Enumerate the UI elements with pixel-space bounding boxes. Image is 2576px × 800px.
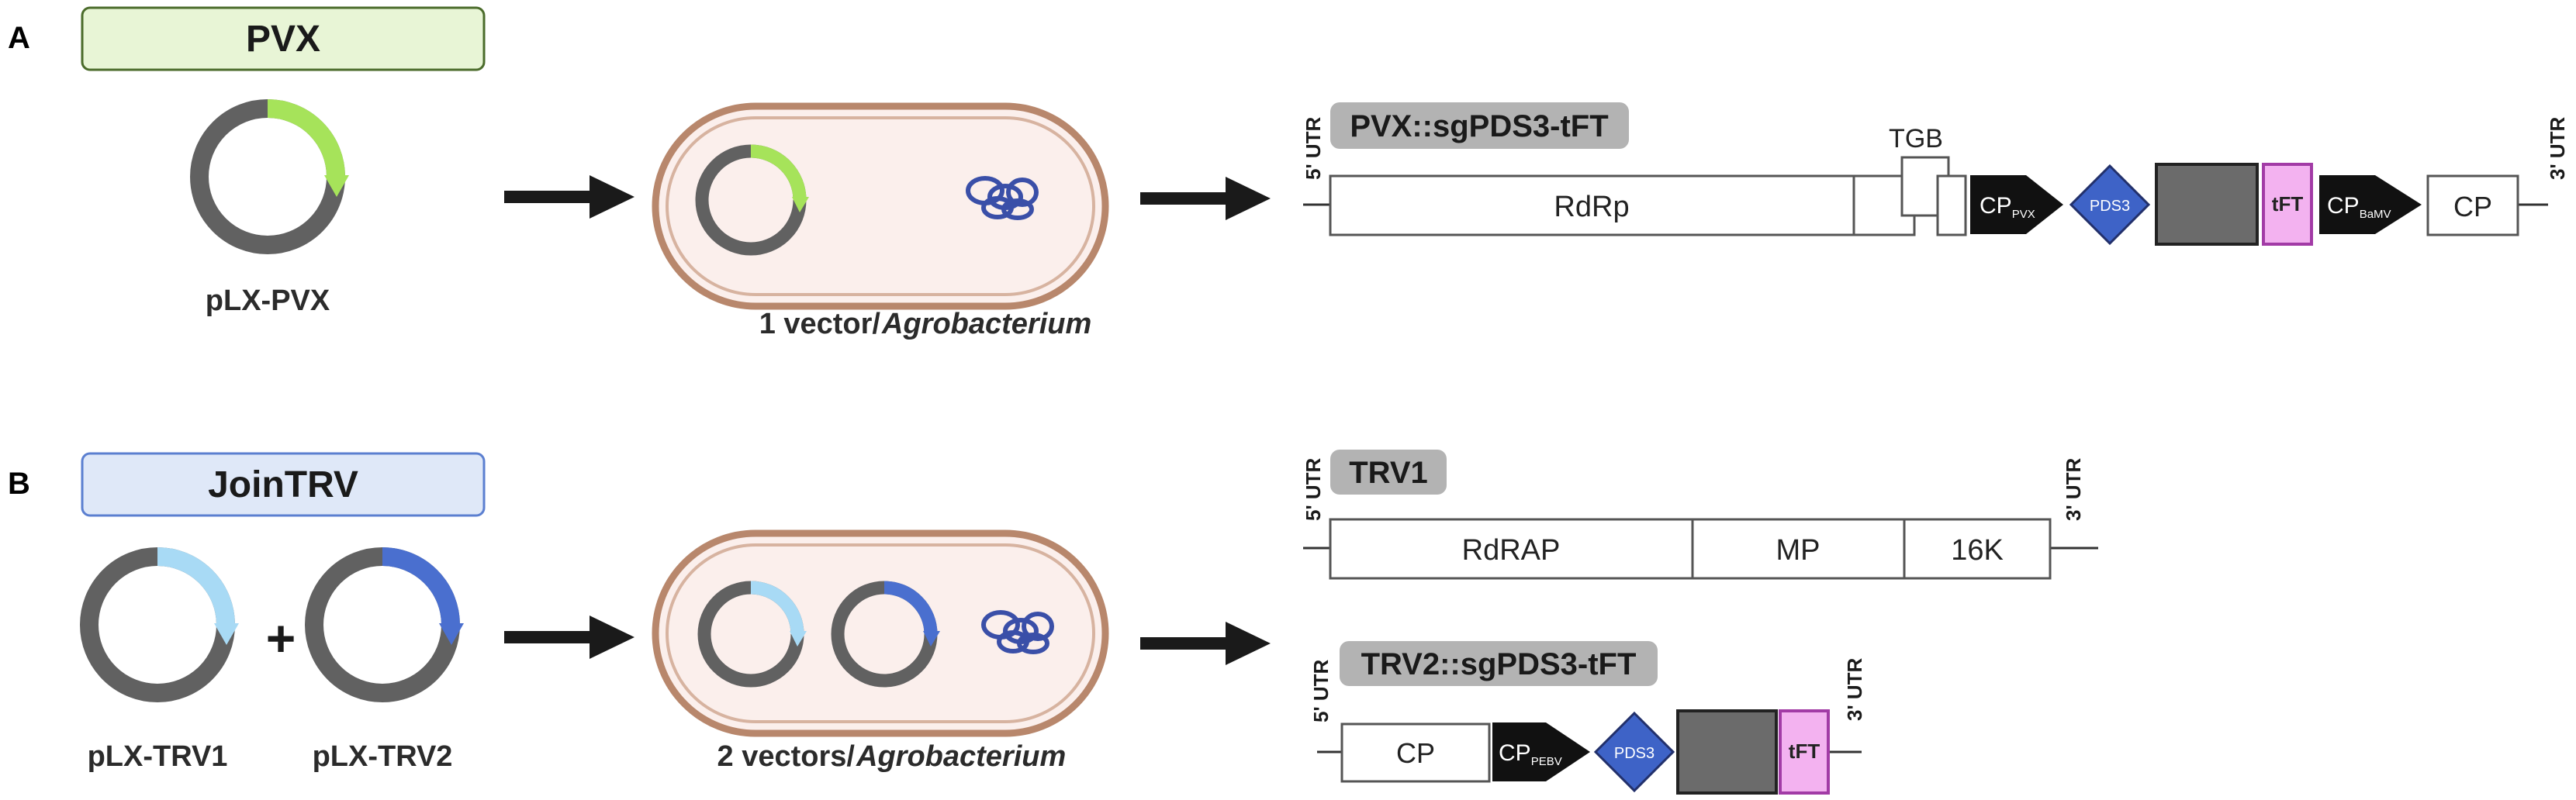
arrow-b1 xyxy=(504,616,634,659)
jointrv-title-box xyxy=(81,452,486,517)
tft-label-a: tFT xyxy=(2272,192,2304,216)
trv1-plasmid-icon xyxy=(80,547,239,702)
trv2-3utr-label: 3' UTR xyxy=(1843,657,1866,721)
plx-trv2-label: pLX-TRV2 xyxy=(313,740,453,773)
pvx-5utr-label: 5' UTR xyxy=(1302,116,1325,180)
rdrap-gene xyxy=(1329,518,1694,580)
rdrap-label: RdRAP xyxy=(1462,534,1561,567)
trv1-3utr-label: 3' UTR xyxy=(2062,457,2085,521)
cp-pvx-promoter-label: CPPVX xyxy=(1980,193,2035,221)
trv2-name-tag xyxy=(1340,641,1658,686)
plus-sign: + xyxy=(266,609,296,667)
panel-a: A PVX pLX-PVX 1 vec xyxy=(8,6,2569,340)
plx-trv1-label: pLX-TRV1 xyxy=(88,740,228,773)
tft-block-b xyxy=(1779,709,1830,795)
arrow-a2 xyxy=(1140,177,1271,220)
pvx-construct-name-tag xyxy=(1330,102,1629,149)
cp-pebv-main: CP xyxy=(1499,740,1531,766)
agrobacterium-cell-b xyxy=(652,529,1109,737)
pvx-title-box xyxy=(81,6,486,71)
trv2-plasmid-icon xyxy=(305,547,464,702)
chromosomal-dna-icon-b xyxy=(981,610,1054,654)
panel-b: B JoinTRV + pLX-TRV1 pLX-TRV2 xyxy=(8,450,2098,795)
agrobacterium-cell-a xyxy=(652,102,1109,310)
arrow-b2 xyxy=(1140,622,1271,665)
tft-label-b: tFT xyxy=(1789,740,1820,763)
bacterium-caption-a-italic: Agrobacterium xyxy=(881,308,1091,340)
bacterium-caption-a-prefix: 1 vector/ xyxy=(759,308,881,340)
cp-pvx-promoter xyxy=(1970,175,2063,234)
trv2-cp-gene xyxy=(1340,722,1491,783)
tft-block-a xyxy=(2262,163,2313,246)
pds3-label-a: PDS3 xyxy=(2090,198,2130,215)
pvx-title: PVX xyxy=(246,19,320,60)
pvx-3utr-label: 3' UTR xyxy=(2546,116,2569,180)
rdrp-label: RdRp xyxy=(1554,191,1629,223)
trv2-cp-label: CP xyxy=(1396,737,1435,769)
arrow-a1 xyxy=(504,175,634,219)
k16-gene xyxy=(1903,518,2052,580)
trv2-construct: TRV2::sgPDS3-tFT 5' UTR 3' UTR CP CPPEBV… xyxy=(1309,641,1866,795)
trv1-construct: TRV1 5' UTR 3' UTR RdRAP MP 16K xyxy=(1302,450,2098,580)
bacterium-caption-b-prefix: 2 vectors/ xyxy=(717,740,856,773)
cp-bamv-main: CP xyxy=(2327,193,2360,219)
cp-pebv-sub: PEBV xyxy=(1531,755,1562,768)
k16-label: 16K xyxy=(1951,534,2004,567)
cp-bamv-promoter xyxy=(2319,175,2422,234)
trv1-name: TRV1 xyxy=(1349,456,1428,490)
pvx-plasmid-icon xyxy=(190,99,349,254)
pvx-construct-name: PVX::sgPDS3-tFT xyxy=(1350,109,1608,143)
cp-pvx-sub: PVX xyxy=(2012,208,2035,221)
spacer-block-b xyxy=(1676,709,1778,795)
chromosomal-dna-icon-a xyxy=(966,176,1039,220)
pds3-label-b: PDS3 xyxy=(1614,745,1655,762)
panel-a-letter: A xyxy=(8,21,30,55)
cp-bamv-sub: BaMV xyxy=(2360,208,2391,221)
cp-pvx-main: CP xyxy=(1980,193,2012,219)
mp-label: MP xyxy=(1776,534,1820,567)
cp-pebv-promoter-label: CPPEBV xyxy=(1499,740,1562,768)
jointrv-title: JoinTRV xyxy=(208,464,358,505)
trv2-5utr-label: 5' UTR xyxy=(1309,659,1333,722)
bacterium-caption-b-italic: Agrobacterium xyxy=(856,740,1066,773)
cp-end-label: CP xyxy=(2453,191,2492,222)
trv2-name: TRV2::sgPDS3-tFT xyxy=(1361,647,1637,681)
pvx-construct: PVX::sgPDS3-tFT 5' UTR 3' UTR RdRp TGB C… xyxy=(1302,102,2569,246)
mp-gene xyxy=(1691,518,1906,580)
plx-pvx-label: pLX-PVX xyxy=(206,284,330,317)
cp-bamv-promoter-label: CPBaMV xyxy=(2327,193,2391,221)
panel-b-letter: B xyxy=(8,467,30,501)
trv1-name-tag xyxy=(1330,450,1447,495)
spacer-block-a xyxy=(2155,163,2259,246)
cp-pebv-promoter xyxy=(1492,722,1590,781)
pds3-sgrna-b xyxy=(1593,711,1675,793)
trv1-5utr-label: 5' UTR xyxy=(1302,457,1325,521)
tgb-label: TGB xyxy=(1889,124,1943,153)
cp-end-gene xyxy=(2426,174,2519,236)
tgb3-gene xyxy=(1936,174,1967,236)
pds3-sgrna xyxy=(2069,164,2151,246)
